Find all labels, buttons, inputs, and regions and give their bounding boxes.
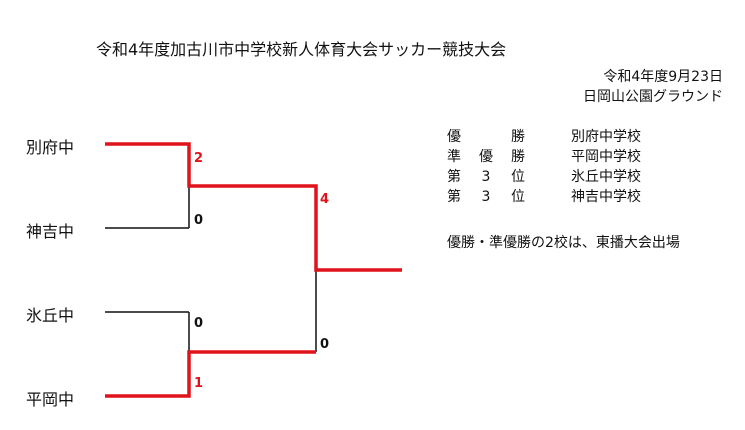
qualification-note: 優勝・準優勝の2校は、東播大会出場 — [447, 235, 680, 251]
page-title: 令和4年度加古川市中学校新人体育大会サッカー競技大会 — [96, 40, 507, 59]
team-beppu: 別府中 — [26, 138, 75, 157]
result-rank: 第 3 位 — [447, 189, 525, 205]
team-hyogo: 氷丘中 — [26, 306, 75, 325]
result-row: 優 勝 別府中学校 — [447, 127, 641, 147]
score-final-top: 4 — [320, 192, 330, 207]
score-semi1-bottom: 0 — [194, 213, 204, 228]
bracket-line-beppu — [105, 142, 402, 272]
result-school: 氷丘中学校 — [571, 169, 641, 185]
result-row: 第 3 位 氷丘中学校 — [447, 167, 641, 187]
results-list: 優 勝 別府中学校 準 優 勝 平岡中学校 第 3 位 氷丘中学校 第 3 位 … — [447, 127, 641, 207]
result-row: 第 3 位 神吉中学校 — [447, 187, 641, 207]
event-venue: 日岡山公園グラウンド — [583, 89, 723, 105]
result-rank: 第 3 位 — [447, 169, 525, 185]
score-semi1-top: 2 — [194, 151, 204, 166]
result-rank: 優 勝 — [447, 129, 525, 145]
score-final-bottom: 0 — [320, 337, 330, 352]
event-date: 令和4年度9月23日 — [603, 69, 723, 85]
result-school: 平岡中学校 — [571, 149, 641, 165]
team-kanki: 神吉中 — [26, 222, 75, 241]
bracket-line-hiraoka — [105, 350, 316, 398]
team-hiraoka: 平岡中 — [26, 390, 75, 409]
result-school: 神吉中学校 — [571, 189, 641, 205]
result-rank: 準 優 勝 — [447, 149, 525, 165]
score-semi2-top: 0 — [194, 316, 204, 331]
result-school: 別府中学校 — [571, 129, 641, 145]
score-semi2-bottom: 1 — [194, 376, 204, 391]
result-row: 準 優 勝 平岡中学校 — [447, 147, 641, 167]
